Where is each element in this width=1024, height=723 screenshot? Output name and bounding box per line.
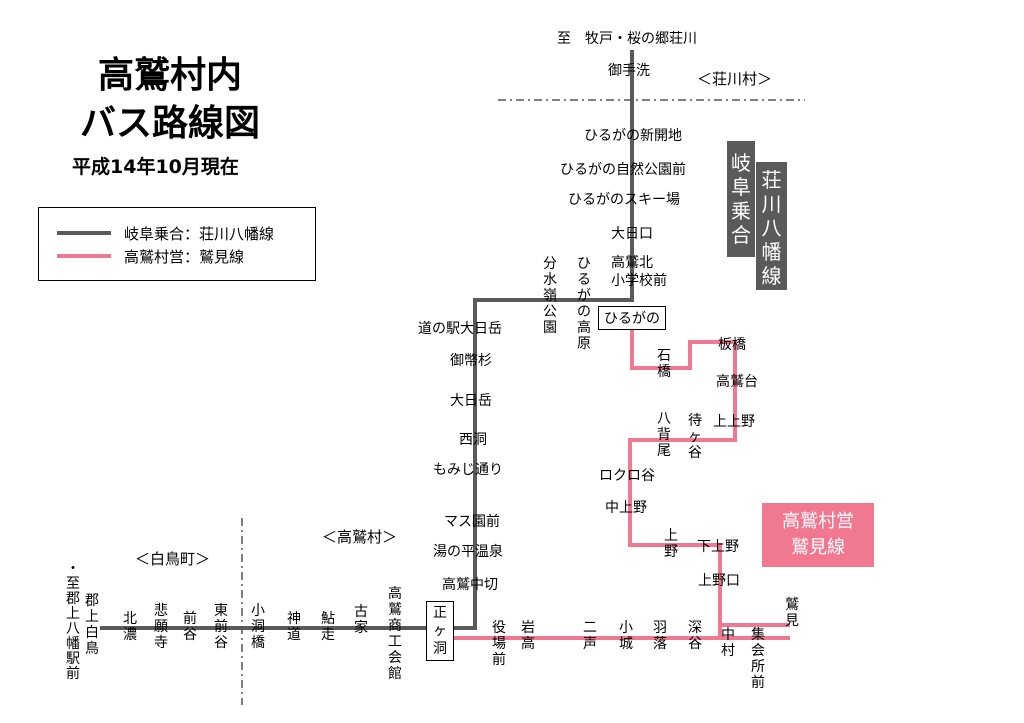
route-box-gifu: 岐阜乗合	[727, 141, 755, 257]
stop-label: 岩高	[521, 620, 535, 652]
stop-label: 高鷲台	[716, 374, 758, 390]
stop-label: もみじ通り	[433, 462, 503, 478]
stop-label: 悲願寺	[154, 603, 168, 651]
stop-label: 湯の平温泉	[433, 544, 503, 560]
legend-label-gray: 岐阜乗合：荘川八幡線	[124, 225, 275, 243]
route-box-sonei-line1: 高鷲村営	[782, 511, 854, 532]
legend-item-gray: 岐阜乗合：荘川八幡線	[39, 221, 315, 243]
top-destination: 至 牧戸・桜の郷荘川	[557, 31, 697, 47]
legend-item-pink: 高鷲村営：鷲見線	[39, 244, 315, 266]
stop-label: 上上野	[713, 414, 755, 430]
stop-label: 道の駅大日岳	[418, 321, 502, 337]
stop-label: 役場前	[492, 620, 506, 668]
stop-label: 北濃	[123, 611, 137, 643]
stop-label: 前谷	[183, 611, 197, 643]
region-shokawa: ＜荘川村＞	[697, 70, 773, 88]
legend-swatch-pink	[57, 254, 111, 258]
route-box-sonei-line2: 鷲見線	[791, 537, 845, 558]
stop-label: 東前谷	[214, 603, 228, 651]
region-takasu: ＜高鷲村＞	[322, 528, 398, 546]
gray-route-line	[100, 50, 634, 630]
stop-label-takasu-kita: 高鷲北 小学校前	[611, 255, 667, 289]
stop-label: 郡上白鳥	[85, 593, 99, 657]
stop-label: 中村	[721, 627, 735, 659]
stop-label: 大日口	[611, 226, 653, 242]
stop-label: 中上野	[605, 500, 647, 516]
legend: 岐阜乗合：荘川八幡線 高鷲村営：鷲見線	[38, 207, 316, 281]
stop-label-kogen: ひるがの高原	[577, 256, 591, 352]
stop-label: 鮎走	[321, 611, 335, 643]
stop-label: マス園前	[444, 514, 500, 530]
legend-swatch-gray	[57, 231, 111, 235]
map-title-line1: 高鷲村内	[97, 55, 242, 96]
stop-label: 上野口	[698, 573, 740, 589]
stop-label: 羽落	[653, 620, 667, 652]
stop-label: 小洞橋	[251, 603, 265, 651]
stop-label: 古家	[354, 604, 368, 636]
stop-label: 下上野	[697, 539, 739, 555]
route-box-sonei: 高鷲村営 鷲見線	[762, 503, 874, 567]
stop-label: 大日岳	[450, 393, 492, 409]
legend-label-pink: 高鷲村営：鷲見線	[124, 248, 245, 266]
stop-label: 八背尾	[657, 411, 671, 459]
stop-label: 集会所前	[751, 627, 765, 691]
stop-box-shogahora: 正ヶ洞	[426, 601, 454, 661]
stop-label: 待ヶ谷	[688, 413, 702, 461]
stop-label: 鷲見	[785, 597, 799, 629]
map-title-line2: バス路線図	[79, 103, 260, 144]
stop-label: ひるがの自然公園前	[560, 162, 686, 178]
route-box-shokawa-hachiman: 荘川八幡線	[756, 162, 787, 290]
bottom-destination: ・至郡上八幡駅前	[66, 561, 80, 682]
stop-label: 高鷲中切	[442, 577, 498, 593]
route-box-gifu-text: 岐阜乗合	[731, 151, 751, 247]
stop-box-hirugano: ひるがの	[598, 306, 666, 330]
stop-label: ロクロ谷	[599, 468, 655, 484]
route-box-shokawa-hachiman-text: 荘川八幡線	[761, 168, 782, 288]
stop-label: 二声	[583, 620, 597, 652]
region-shirotori: ＜白鳥町＞	[135, 550, 211, 568]
stop-label: 神道	[287, 611, 301, 643]
stop-label: ひるがのスキー場	[568, 192, 680, 208]
stop-label: 高鷲商工会館	[388, 586, 402, 682]
stop-label: 小城	[619, 620, 633, 652]
stop-label-bunsui: 分水嶺公園	[543, 256, 557, 336]
pink-route-north	[628, 328, 790, 627]
stop-label: 板橋	[718, 337, 746, 353]
stop-label: 上野	[664, 528, 678, 560]
stop-label: 御手洗	[608, 63, 650, 79]
stop-label: 西洞	[459, 432, 487, 448]
stop-label: 石橋	[657, 348, 671, 380]
stop-label: 御幣杉	[450, 353, 492, 369]
stop-label: 深谷	[688, 620, 702, 652]
stop-label: ひるがの新開地	[584, 128, 682, 144]
as-of-date: 平成14年10月現在	[72, 156, 239, 178]
